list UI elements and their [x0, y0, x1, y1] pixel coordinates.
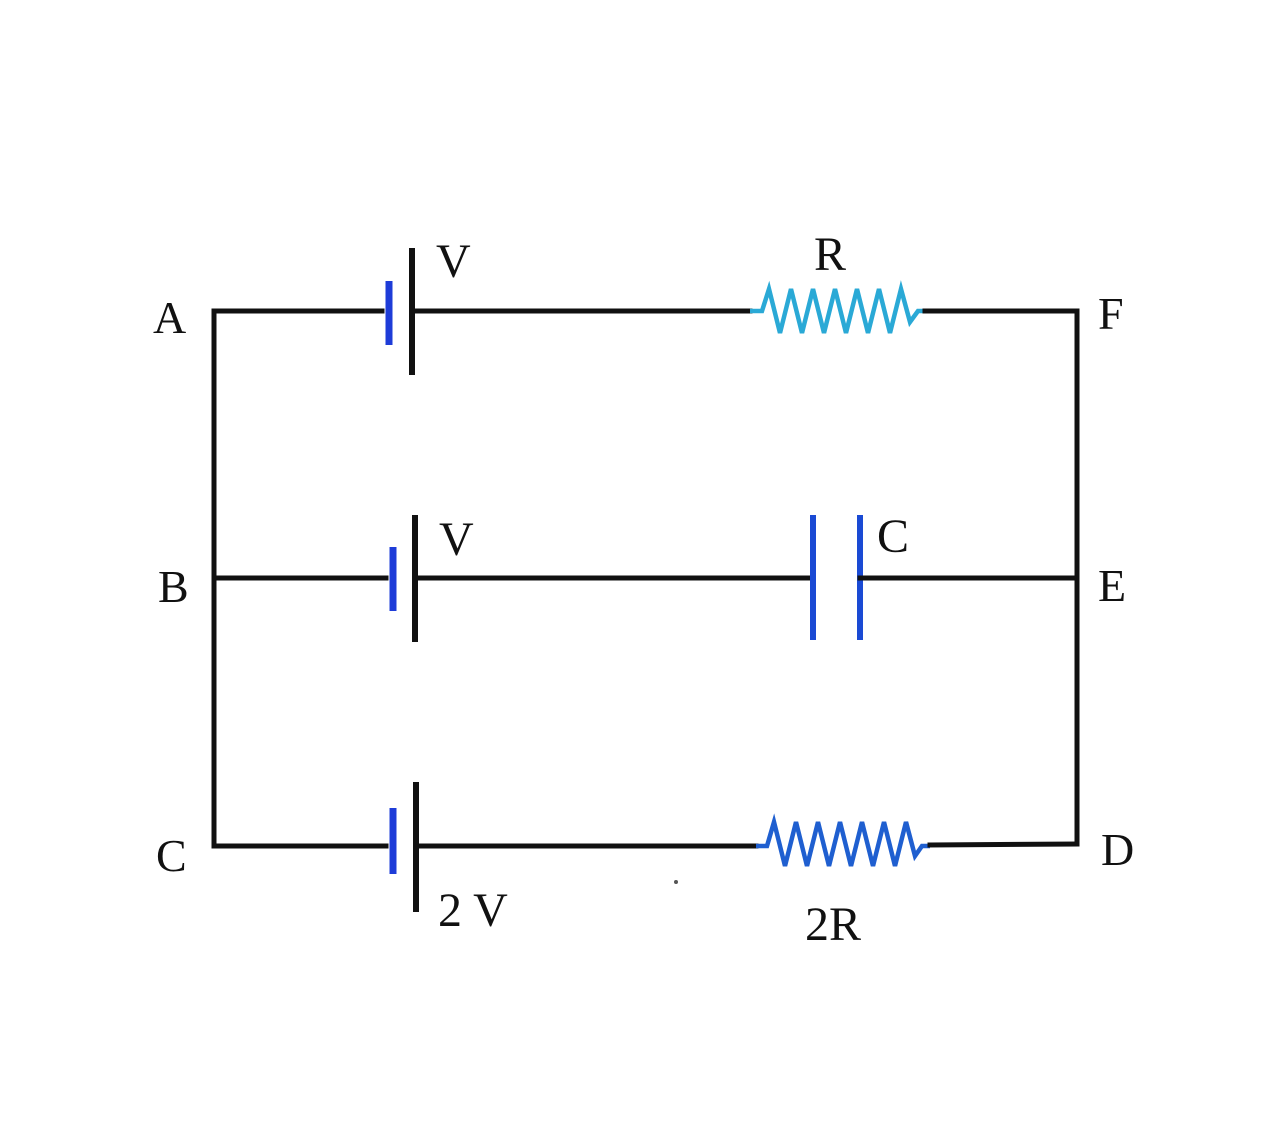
node-label-a: A: [153, 292, 186, 343]
wire-bottom-right: [927, 841, 1080, 848]
top-resistor-label: R: [814, 228, 846, 281]
capacitor-label: C: [877, 510, 909, 563]
top-resistor-zigzag: [750, 280, 925, 334]
bottom-resistor-zigzag: [756, 813, 930, 867]
bottom-battery-label: 2 V: [438, 884, 508, 937]
node-label-c: C: [156, 830, 187, 881]
bottom-resistor-label: 2R: [805, 898, 861, 951]
node-label-e: E: [1098, 560, 1126, 611]
node-label-b: B: [158, 561, 189, 612]
node-label-d: D: [1101, 824, 1134, 875]
top-battery-label: V: [436, 235, 471, 288]
middle-battery-label: V: [439, 513, 474, 566]
scan-dot: [674, 880, 678, 884]
node-label-f: F: [1098, 288, 1124, 339]
